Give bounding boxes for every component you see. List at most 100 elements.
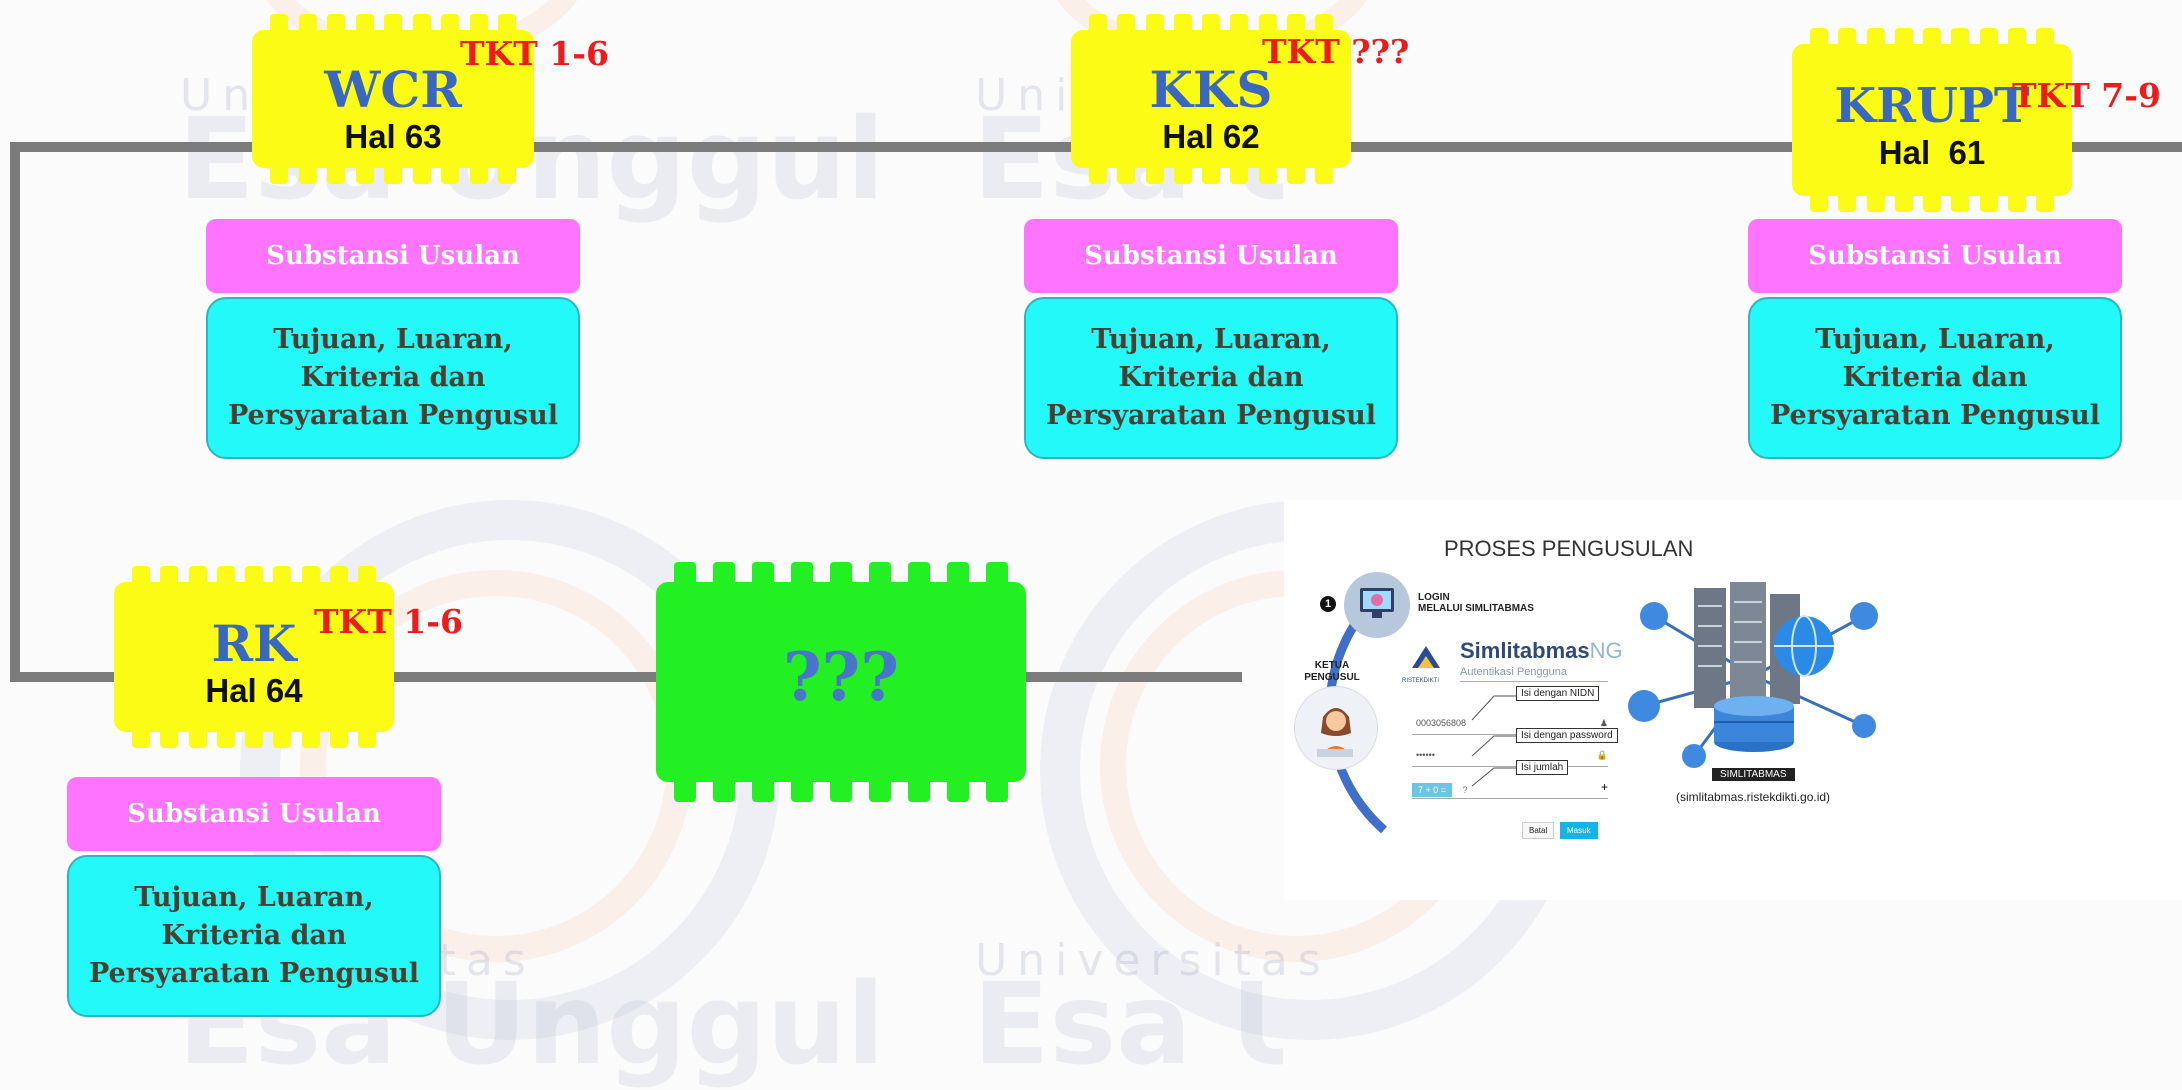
app-name-suffix: NG — [1589, 638, 1623, 663]
step-number-badge: 1 — [1320, 596, 1336, 612]
description-line: Persyaratan Pengusul — [88, 958, 420, 989]
server-rack-icon — [1694, 588, 1726, 708]
wcr-chip: WCR Hal 63 — [252, 14, 534, 184]
chip-body — [252, 30, 534, 168]
server-rack-lines — [1698, 601, 1762, 667]
password-value: •••••• — [1416, 750, 1435, 760]
login-caption: LOGIN MELALUI SIMLITABMAS — [1418, 592, 1534, 614]
captcha-answer[interactable]: ? — [1462, 785, 1468, 795]
chip-body — [114, 582, 394, 732]
chip-pins — [270, 164, 516, 184]
cancel-button[interactable]: Batal — [1522, 822, 1555, 839]
chip-pins — [270, 14, 516, 34]
rk-title: RK — [211, 614, 297, 673]
callout-password: Isi dengan password — [1516, 728, 1618, 743]
kks-tkt: TKT ??? — [1262, 32, 1410, 71]
network-node-icon — [1640, 602, 1668, 630]
nidn-field[interactable]: 0003056808 ♟ — [1412, 718, 1608, 735]
chip-pins — [674, 562, 1008, 586]
chip-body — [1792, 44, 2072, 196]
user-avatar-icon — [1294, 686, 1378, 770]
description-line: Kriteria dan — [1118, 362, 1304, 393]
description-line: Tujuan, Luaran, — [134, 882, 374, 913]
actor-caption-line2: PENGUSUL — [1304, 672, 1360, 683]
server-network-icon — [1628, 582, 1878, 768]
left-connector — [10, 142, 20, 682]
captcha-question: 7 + 0 = — [1412, 783, 1453, 797]
network-node-icon — [1682, 744, 1706, 768]
actor-caption: KETUA PENGUSUL — [1292, 660, 1372, 684]
user-icon: ♟ — [1599, 718, 1608, 728]
login-caption-line2: MELALUI SIMLITABMAS — [1418, 603, 1534, 614]
chip-pins — [1089, 14, 1333, 34]
login-icon — [1344, 572, 1410, 638]
captcha-row: 7 + 0 = ? + — [1412, 780, 1608, 799]
lock-icon: 🔒 — [1596, 750, 1608, 760]
server-label: SIMLITABMAS — [1712, 768, 1795, 781]
chip-pins — [1810, 192, 2054, 212]
app-name: SimlitabmasNG — [1460, 638, 1623, 664]
rk-substansi: Substansi Usulan — [67, 777, 441, 851]
rk-tkt: TKT 1-6 — [314, 602, 463, 641]
process-title: PROSES PENGUSULAN — [1444, 536, 1694, 561]
wcr-title: WCR — [324, 60, 462, 119]
kks-page: Hal 62 — [1162, 118, 1260, 155]
description-line: Kriteria dan — [300, 362, 486, 393]
login-icon-graphic — [1360, 588, 1394, 618]
description-line: Tujuan, Luaran, — [1815, 324, 2055, 355]
password-field[interactable]: •••••• 🔒 — [1412, 750, 1608, 767]
org-label: RISTEKDIKTI — [1402, 678, 1440, 684]
description-line: Tujuan, Luaran, — [1091, 324, 1331, 355]
wcr-page: Hal 63 — [344, 118, 442, 155]
ristekdikti-logo-icon — [1408, 640, 1444, 676]
bottom-connector — [10, 672, 1242, 682]
chip-pins — [132, 728, 376, 748]
chip-body — [656, 582, 1026, 782]
process-panel: PROSES PENGUSULAN 1 LOGIN MELALUI SIMLIT… — [1284, 500, 2182, 900]
chip-pins — [132, 566, 376, 586]
nidn-value: 0003056808 — [1416, 718, 1467, 728]
rk-page: Hal 64 — [205, 672, 303, 709]
chip-pins — [1089, 164, 1333, 184]
server-rack-icon — [1730, 582, 1766, 712]
kks-title: KKS — [1149, 60, 1273, 119]
description-line: Kriteria dan — [161, 920, 347, 951]
app-name-main: Simlitabmas — [1460, 638, 1590, 663]
network-node-icon — [1852, 714, 1876, 738]
chip-body — [1071, 30, 1351, 168]
watermark-name: Esa Unggul — [973, 960, 1283, 1090]
krupt-tkt: TKT 7-9 — [2012, 76, 2161, 115]
description-line: Persyaratan Pengusul — [1045, 400, 1377, 431]
kks-substansi: Substansi Usulan — [1024, 219, 1398, 293]
actor-caption-line1: KETUA — [1314, 660, 1350, 671]
network-node-icon — [1850, 602, 1878, 630]
watermark-university: Universitas — [975, 935, 1331, 986]
app-subtitle: Autentikasi Pengguna — [1460, 666, 1568, 678]
description-line: Persyaratan Pengusul — [227, 400, 559, 431]
description-line: Tujuan, Luaran, — [273, 324, 513, 355]
callout-sum: Isi jumlah — [1516, 760, 1569, 775]
network-node-icon — [1628, 690, 1660, 722]
callout-nidn: Isi dengan NIDN — [1516, 686, 1600, 701]
krupt-chip: KRUPT Hal 61 — [1792, 28, 2072, 212]
chip-pins — [1810, 28, 2054, 48]
server-url: (simlitabmas.ristekdikti.go.id) — [1676, 790, 1831, 804]
description-line: Persyaratan Pengusul — [1769, 400, 2101, 431]
unknown-label: ??? — [782, 638, 899, 716]
unknown-chip: ??? — [656, 562, 1026, 802]
kks-chip: KKS Hal 62 — [1071, 14, 1351, 184]
krupt-page: Hal 61 — [1878, 134, 1986, 171]
chip-pins — [674, 778, 1008, 802]
krupt-title: KRUPT — [1834, 78, 2030, 134]
ristekdikti-logo-graphic — [1412, 646, 1440, 668]
rk-chip: RK Hal 64 — [114, 566, 394, 748]
user-avatar-graphic — [1317, 708, 1353, 757]
wcr-tkt: TKT 1-6 — [460, 34, 609, 73]
krupt-substansi: Substansi Usulan — [1748, 219, 2122, 293]
submit-button[interactable]: Masuk — [1560, 822, 1598, 839]
app-subtitle-divider — [1460, 681, 1608, 682]
